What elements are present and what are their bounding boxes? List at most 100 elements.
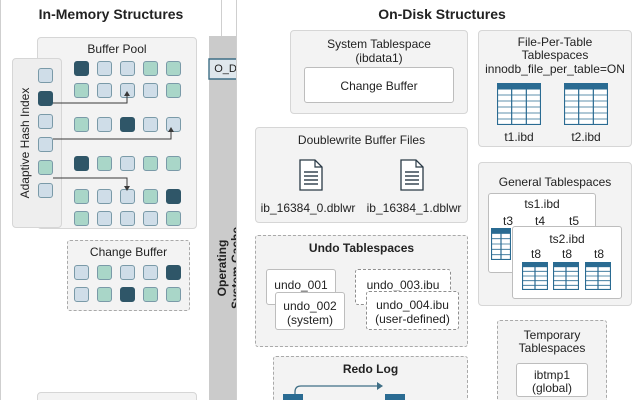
redo-log-title: Redo Log [342, 362, 399, 376]
page-cell [38, 137, 53, 152]
table-icon-t3 [490, 227, 512, 265]
dblwr-file-0: ib_16384_0.dblwr [260, 201, 356, 215]
page-cell [97, 287, 112, 302]
page-cell [97, 211, 112, 226]
page-cell [120, 265, 135, 280]
undo-004-type: (user-defined) [375, 312, 450, 326]
hash-arrow-1 [53, 95, 128, 104]
page-cell [74, 117, 89, 132]
page-cell [74, 265, 89, 280]
adaptive-hash-index-panel [12, 58, 62, 228]
ts2-label: ts2.ibd [549, 232, 585, 246]
page-cell [38, 114, 53, 129]
doublewrite-panel [255, 127, 468, 223]
page-cell [97, 117, 112, 132]
page-cell [120, 117, 135, 132]
document-icon-dblwr-1 [400, 159, 424, 196]
file-per-table-title: File-Per-Table [517, 35, 593, 49]
table-icon-ts2-3 [584, 261, 612, 295]
page-cell [143, 61, 158, 76]
ts2-table-3: t8 [593, 247, 604, 261]
doublewrite-title: Doublewrite Buffer Files [297, 133, 426, 147]
undo-tablespaces-title: Undo Tablespaces [308, 241, 415, 255]
system-change-buffer-box [304, 67, 454, 103]
page-cell [74, 287, 89, 302]
page-cell [143, 211, 158, 226]
file-per-table-title-2: Tablespaces [521, 48, 589, 62]
page-cell [120, 287, 135, 302]
page-cell [74, 83, 89, 98]
page-cell [143, 83, 158, 98]
page-cell [166, 83, 181, 98]
temporary-tablespaces-title-2: Tablespaces [518, 341, 586, 355]
table-icon-t1 [496, 82, 542, 130]
hash-index-arrows [53, 91, 174, 191]
redo-log-panel [273, 356, 468, 400]
page-cell [143, 189, 158, 204]
file-t2: t2.ibd [571, 130, 601, 144]
document-icon-dblwr-0 [299, 159, 323, 196]
general-tablespaces-title: General Tablespaces [498, 175, 612, 189]
page-cell [143, 156, 158, 171]
page-cell [120, 156, 135, 171]
page-cell [97, 189, 112, 204]
temporary-tablespaces-title: Temporary [523, 328, 581, 342]
undo-004-label: undo_004.ibu [376, 298, 449, 312]
table-icon-t2 [563, 82, 609, 130]
page-cell [143, 287, 158, 302]
undo-002-box [275, 292, 345, 330]
undo-001-label: undo_001 [274, 278, 328, 292]
on-disk-title: On-Disk Structures [378, 6, 506, 22]
page-cell [166, 189, 181, 204]
ibtmp1-box [516, 363, 588, 397]
file-per-table-setting: innodb_file_per_table=ON [485, 62, 625, 76]
in-memory-title: In-Memory Structures [38, 6, 184, 22]
page-cell [166, 156, 181, 171]
page-cell [97, 61, 112, 76]
page-cell [143, 117, 158, 132]
log-buffer-panel [37, 392, 197, 400]
page-cell [166, 211, 181, 226]
page-cell [38, 68, 53, 83]
page-cell [166, 61, 181, 76]
os-cache-label-line1: Operating [215, 239, 229, 297]
file-t1: t1.ibd [504, 130, 534, 144]
page-cell [166, 265, 181, 280]
page-cell [38, 183, 53, 198]
table-icon-ts2-1 [521, 261, 549, 295]
ts1-table-t5: t5 [568, 214, 579, 228]
page-cell [97, 265, 112, 280]
page-cell [74, 61, 89, 76]
buffer-pool-title: Buffer Pool [87, 42, 147, 56]
page-cell [143, 265, 158, 280]
ts2-table-1: t8 [530, 247, 541, 261]
ibtmp1-scope: (global) [531, 381, 573, 395]
page-cell [97, 156, 112, 171]
undo-002-label: undo_002 [283, 299, 337, 313]
page-cell [120, 61, 135, 76]
redo-log-arrows [283, 382, 405, 400]
ts1-table-t3: t3 [502, 214, 513, 228]
page-cell [38, 91, 53, 106]
dblwr-file-1: ib_16384_1.dblwr [366, 201, 462, 215]
hash-arrow-3 [53, 177, 128, 187]
system-tablespace-title: System Tablespace [327, 37, 431, 51]
system-change-buffer-label: Change Buffer [340, 79, 418, 93]
undo-003-label: undo_003.ibu [366, 278, 440, 292]
ts2-table-2: t8 [561, 247, 572, 261]
page-cell [74, 189, 89, 204]
system-tablespace-file: (ibdata1) [355, 51, 403, 65]
hash-arrow-2 [53, 131, 172, 140]
table-icon-ts2-2 [552, 261, 580, 295]
page-cell [120, 211, 135, 226]
page-cell [97, 83, 112, 98]
page-cell [74, 211, 89, 226]
ibtmp1-label: ibtmp1 [533, 368, 571, 382]
page-cell [38, 160, 53, 175]
ts1-label: ts1.ibd [524, 197, 560, 211]
page-cell [74, 156, 89, 171]
page-cell [166, 287, 181, 302]
change-buffer-title: Change Buffer [89, 245, 168, 259]
ts1-table-t4: t4 [534, 214, 545, 228]
undo-004-box [366, 291, 459, 330]
